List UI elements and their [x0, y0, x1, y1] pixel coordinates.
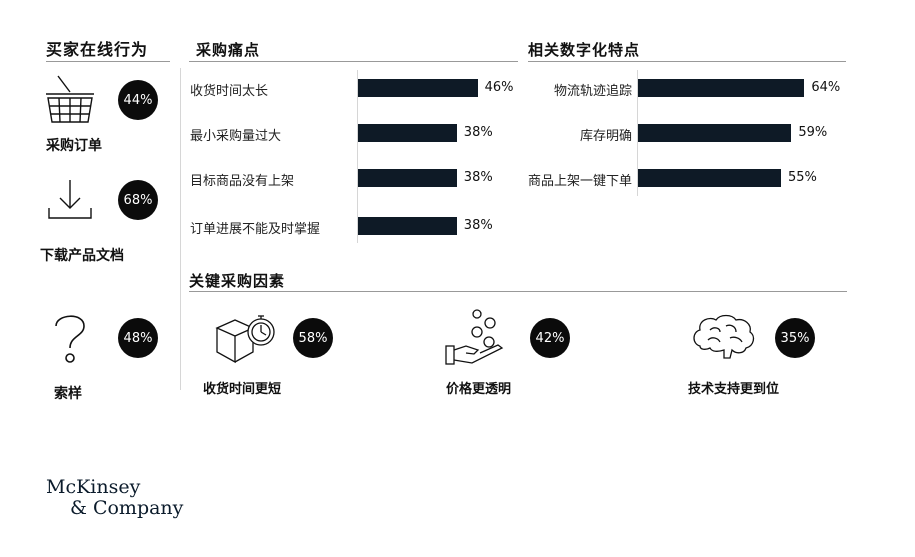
purchase-order-label: 采购订单 — [46, 138, 102, 154]
faster-delivery-label: 收货时间更短 — [203, 382, 282, 397]
pain-value-label: 38% — [463, 218, 493, 233]
pain-category-label: 目标商品没有上架 — [190, 174, 295, 189]
digital-category-label: 库存明确 — [579, 129, 632, 144]
download-docs-label: 下载产品文档 — [40, 248, 124, 264]
purchase-order-badge: 44% — [118, 80, 158, 120]
digital-value-label: 55% — [788, 170, 817, 185]
pain-category-label: 收货时间太长 — [190, 84, 269, 99]
pain-bar — [358, 169, 457, 187]
left-title: 买家在线行为 — [46, 40, 149, 59]
sample-label: 索样 — [54, 386, 82, 402]
digital-value-label: 59% — [798, 125, 828, 140]
pain-value-label: 38% — [463, 125, 493, 140]
left-title-rule — [46, 61, 170, 62]
digital-value-label: 64% — [811, 80, 841, 95]
factors-title-rule — [189, 291, 847, 292]
pain-bar — [358, 79, 478, 97]
digital-bar — [638, 79, 805, 97]
digital-title-rule — [528, 61, 846, 62]
digital-axis — [637, 70, 638, 196]
tech-support-label: 技术支持更到位 — [688, 382, 780, 397]
pain-value-label: 46% — [484, 80, 514, 95]
question-mark-icon — [55, 315, 85, 363]
digital-title: 相关数字化特点 — [528, 41, 641, 59]
pain-bar — [358, 217, 457, 235]
pain-category-label: 最小采购量过大 — [190, 129, 282, 144]
digital-bar — [638, 124, 792, 142]
pain-category-label: 订单进展不能及时掌握 — [190, 222, 321, 237]
pain-title-rule — [189, 61, 518, 62]
basket-icon — [46, 75, 94, 123]
pain-axis — [357, 70, 358, 243]
hand-coins-icon — [445, 309, 504, 365]
left-divider — [180, 68, 181, 390]
price-transparency-label: 价格更透明 — [446, 382, 512, 397]
logo-line2: & Company — [70, 497, 184, 519]
digital-category-label: 商品上架一键下单 — [527, 174, 632, 189]
sample-badge: 48% — [118, 318, 158, 358]
faster-delivery-badge: 58% — [293, 318, 333, 358]
digital-category-label: 物流轨迹追踪 — [553, 84, 632, 99]
pain-value-label: 38% — [463, 170, 493, 185]
box-stopwatch-icon — [215, 315, 275, 364]
download-docs-badge: 68% — [118, 180, 158, 220]
pain-bar — [358, 124, 457, 142]
pain-title: 采购痛点 — [196, 41, 261, 59]
download-icon — [48, 180, 92, 219]
price-transparency-badge: 42% — [530, 318, 570, 358]
brain-icon — [693, 314, 755, 359]
tech-support-badge: 35% — [775, 318, 815, 358]
factors-title: 关键采购因素 — [189, 272, 286, 290]
digital-bar — [638, 169, 781, 187]
logo-line1: McKinsey — [46, 476, 141, 498]
